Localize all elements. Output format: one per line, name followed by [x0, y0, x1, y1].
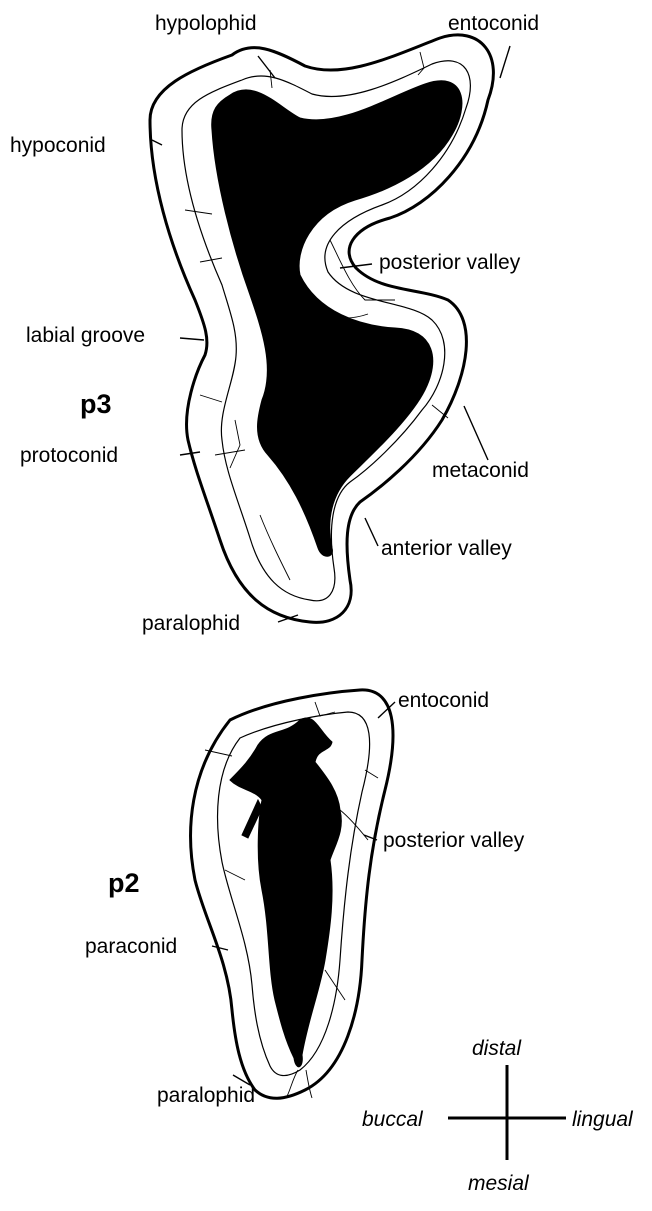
label-p3-labial-groove: labial groove [26, 324, 145, 347]
label-p3-paralophid: paralophid [142, 612, 240, 635]
p3-tooth [150, 35, 493, 622]
label-lingual: lingual [572, 1108, 634, 1131]
label-buccal: buccal [362, 1108, 424, 1131]
label-p2-entoconid: entoconid [398, 689, 489, 712]
label-p2-paralophid: paralophid [157, 1084, 255, 1107]
label-mesial: mesial [468, 1172, 530, 1195]
label-p3-hypoconid: hypoconid [10, 134, 106, 157]
label-p3-hypolophid: hypolophid [155, 12, 257, 35]
label-p3-protoconid: protoconid [20, 444, 118, 467]
label-p2: p2 [108, 868, 140, 898]
label-p3-entoconid: entoconid [448, 12, 539, 35]
label-p2-posterior-valley: posterior valley [383, 829, 525, 852]
label-p3-anterior-valley: anterior valley [381, 537, 512, 560]
label-p2-paraconid: paraconid [85, 935, 177, 958]
orientation-compass: distal mesial buccal lingual [362, 1037, 634, 1195]
label-distal: distal [472, 1037, 522, 1060]
label-p3-metaconid: metaconid [432, 459, 529, 482]
label-p3-posterior-valley: posterior valley [379, 251, 521, 274]
label-p3: p3 [80, 389, 112, 419]
p2-tooth [191, 690, 393, 1098]
